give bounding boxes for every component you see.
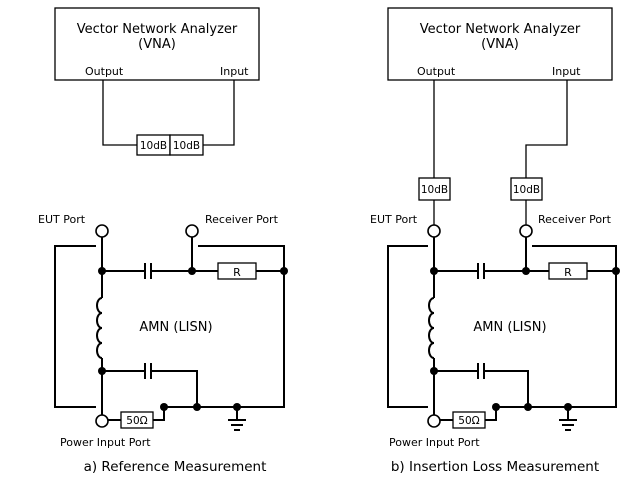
vna-abbr: (VNA) <box>138 37 176 52</box>
inductor <box>96 297 103 359</box>
receiver-port-label: Receiver Port <box>538 213 612 226</box>
junction-dot <box>160 403 168 411</box>
amn-label: AMN (LISN) <box>473 320 546 335</box>
eut-port <box>95 224 109 238</box>
junction-dot <box>612 267 620 275</box>
reference-cable-return <box>203 80 235 146</box>
amn-circuit: EUT Port Receiver Port R <box>38 213 288 449</box>
impedance-label: 50Ω <box>458 415 479 427</box>
vna-input-label: Input <box>552 65 581 78</box>
junction-dot <box>492 403 500 411</box>
attenuator-label: 10dB <box>421 184 448 196</box>
amn-label: AMN (LISN) <box>139 320 212 335</box>
vna-box <box>54 7 260 81</box>
junction-dot <box>193 403 201 411</box>
vna-title: Vector Network Analyzer <box>77 22 238 37</box>
vna-box <box>387 7 613 81</box>
reference-measurement-diagram: Vector Network Analyzer (VNA) Output Inp… <box>38 7 288 475</box>
receiver-port-label: Receiver Port <box>205 213 279 226</box>
reference-cable <box>102 80 137 146</box>
vna-abbr: (VNA) <box>481 37 519 52</box>
power-input-port <box>95 414 109 428</box>
vna-title: Vector Network Analyzer <box>420 22 581 37</box>
attenuator-label: 10dB <box>140 140 167 152</box>
power-input-port <box>427 414 441 428</box>
attenuator-label: 10dB <box>173 140 200 152</box>
impedance-label: 50Ω <box>126 415 147 427</box>
vna-output-label: Output <box>417 65 456 78</box>
attenuator-label: 10dB <box>513 184 540 196</box>
junction-dot <box>430 267 438 275</box>
insertion-loss-diagram: Vector Network Analyzer (VNA) Output Inp… <box>370 7 620 475</box>
power-input-port-label: Power Input Port <box>389 436 480 449</box>
caption-insertion-loss: b) Insertion Loss Measurement <box>391 459 599 475</box>
caption-reference: a) Reference Measurement <box>84 459 267 475</box>
amn-circuit: EUT Port Receiver Port R 50Ω <box>370 213 620 449</box>
ground-icon <box>559 419 577 431</box>
power-input-port-label: Power Input Port <box>60 436 151 449</box>
eut-port-label: EUT Port <box>370 213 418 226</box>
junction-dot <box>430 367 438 375</box>
eut-port <box>427 224 441 238</box>
junction-dot <box>564 403 572 411</box>
junction-dot <box>522 267 530 275</box>
eut-port-label: EUT Port <box>38 213 86 226</box>
input-cable <box>525 80 568 178</box>
resistor-label: R <box>564 266 572 279</box>
junction-dot <box>280 267 288 275</box>
junction-dot <box>98 367 106 375</box>
junction-dot <box>524 403 532 411</box>
receiver-port <box>185 224 199 238</box>
resistor-label: R <box>233 266 241 279</box>
vna-output-label: Output <box>85 65 124 78</box>
vna-input-label: Input <box>220 65 249 78</box>
inductor <box>428 297 435 359</box>
ground-icon <box>228 419 246 431</box>
junction-dot <box>233 403 241 411</box>
junction-dot <box>188 267 196 275</box>
junction-dot <box>98 267 106 275</box>
receiver-port <box>519 224 533 238</box>
attenuator-box <box>169 134 204 156</box>
